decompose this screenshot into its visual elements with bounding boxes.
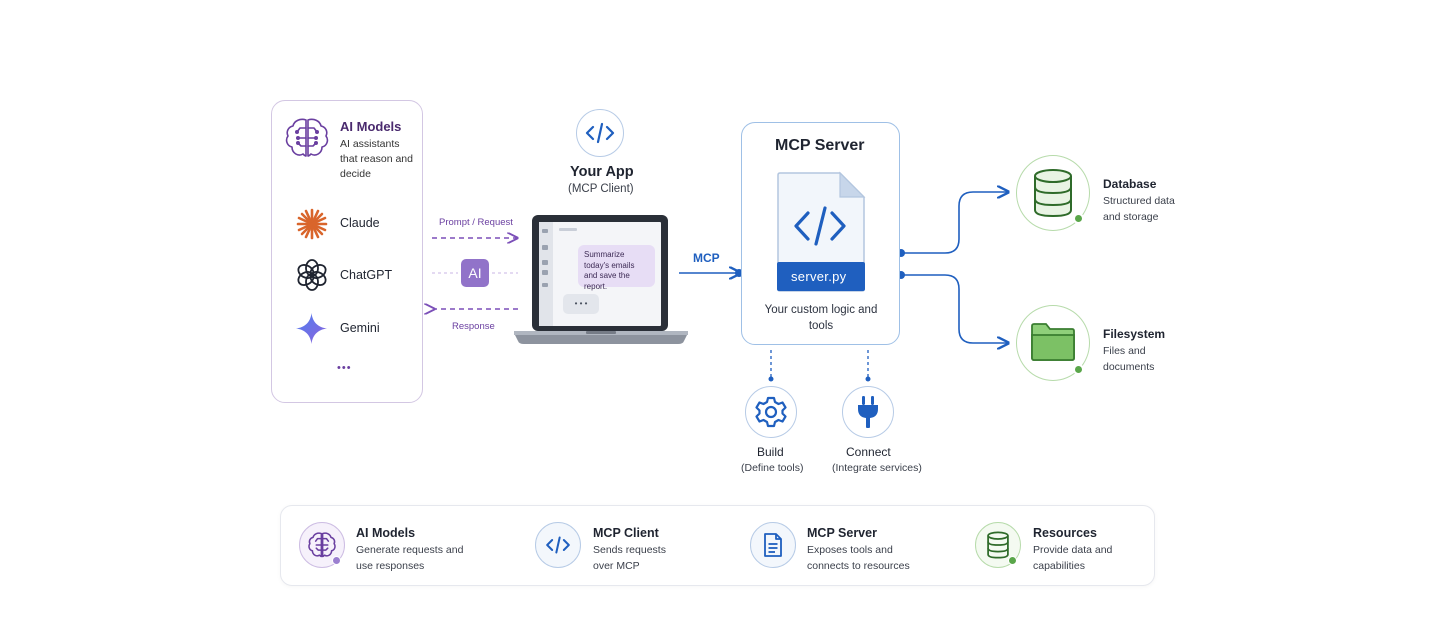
brain-icon <box>285 118 329 157</box>
build-subtitle: (Define tools) <box>741 462 804 474</box>
ai-badge: AI <box>461 259 489 287</box>
filesystem-status-dot <box>1073 364 1084 375</box>
model-label-claude: Claude <box>340 216 380 230</box>
folder-icon <box>1031 323 1075 361</box>
summary-step-1-title: AI Models <box>356 526 416 540</box>
summary-step-4-description: Provide data and capabilities <box>1033 544 1113 572</box>
build-icon-circle <box>745 386 797 438</box>
summary-step-4-title: Resources <box>1033 526 1097 540</box>
gemini-icon <box>296 313 327 344</box>
filesystem-description: Files and documents <box>1103 345 1155 373</box>
ai-badge-text: AI <box>468 265 482 281</box>
filesystem-title: Filesystem <box>1103 327 1166 341</box>
gear-icon[interactable] <box>755 396 787 428</box>
typing-dots: • • • <box>574 299 588 308</box>
summary-step-3-description: Exposes tools and connects to resources <box>807 544 910 572</box>
request-label: Prompt / Request <box>439 217 513 228</box>
ai-models-description: AI assistants that reason and decide <box>340 138 413 180</box>
summary-database-dot <box>1008 556 1017 565</box>
connect-title: Connect <box>846 445 891 459</box>
more-models-dots[interactable]: ••• <box>337 362 352 374</box>
database-status-dot <box>1073 213 1084 224</box>
summary-brain-dot <box>332 556 341 565</box>
chatgpt-icon <box>297 259 327 291</box>
summary-step-3-title: MCP Server <box>807 526 877 540</box>
database-icon <box>987 531 1009 559</box>
build-title: Build <box>757 445 784 459</box>
database-icon <box>1034 169 1072 218</box>
brain-icon <box>308 532 336 558</box>
mcp-label: MCP <box>693 251 720 265</box>
summary-step-2-description: Sends requests over MCP <box>593 544 666 572</box>
server-description: Your custom logic and tools <box>764 304 878 332</box>
response-label: Response <box>452 321 495 332</box>
app-subtitle: (MCP Client) <box>568 183 634 195</box>
app-title: Your App <box>570 164 634 180</box>
database-title: Database <box>1103 177 1157 191</box>
claude-icon <box>296 208 328 240</box>
typing-indicator: • • • <box>563 294 599 314</box>
code-icon <box>585 122 615 144</box>
code-icon <box>546 536 570 554</box>
server-to-filesystem-line <box>901 274 1008 343</box>
server-file-icon <box>777 171 866 292</box>
chat-message-bubble: Summarize today's emails and save the re… <box>578 245 655 291</box>
model-label-gemini: Gemini <box>340 321 380 335</box>
server-file-name: server.py <box>791 269 847 284</box>
database-description: Structured data and storage <box>1103 195 1175 223</box>
connect-subtitle: (Integrate services) <box>832 462 922 474</box>
ai-models-panel <box>271 100 423 403</box>
ai-models-title: AI Models <box>340 119 402 134</box>
plug-icon[interactable] <box>856 395 880 429</box>
summary-document-circle <box>750 522 796 568</box>
document-icon <box>764 533 782 557</box>
model-label-chatgpt: ChatGPT <box>340 268 393 282</box>
mcp-server-title: MCP Server <box>775 137 865 154</box>
summary-step-1-description: Generate requests and use responses <box>356 544 464 572</box>
server-to-database-line <box>901 192 1008 254</box>
summary-step-2-title: MCP Client <box>593 526 659 540</box>
